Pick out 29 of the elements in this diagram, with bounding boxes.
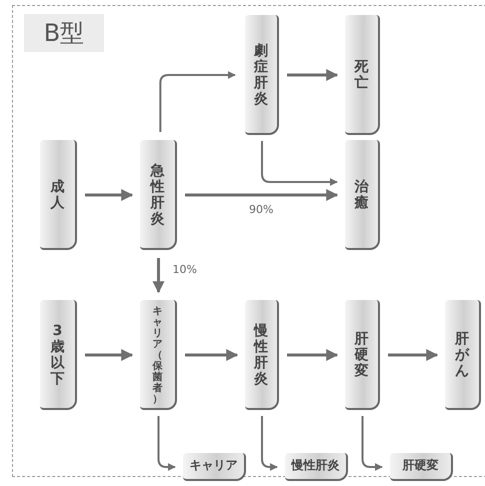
outcome-box: 慢性肝炎 xyxy=(285,453,348,481)
outcome-box: 肝硬変 xyxy=(390,453,453,481)
arrow xyxy=(287,69,338,81)
stage-box: 急性肝炎 xyxy=(140,140,177,250)
arrow xyxy=(85,189,134,201)
arrow xyxy=(85,349,134,361)
stage-box: 死亡 xyxy=(345,15,380,135)
arrow xyxy=(152,258,164,294)
arrow xyxy=(185,189,338,201)
arrow xyxy=(185,349,238,361)
edge-label: 10% xyxy=(170,262,199,276)
arrow xyxy=(287,349,338,361)
stage-box: 治癒 xyxy=(345,140,380,250)
stage-box: 3歳以下 xyxy=(40,300,77,410)
edge-label: 90% xyxy=(247,202,276,216)
stage-box: 肝がん xyxy=(445,300,481,410)
arrow xyxy=(261,416,278,471)
arrow xyxy=(159,71,236,132)
stage-box: キャリア（保菌者） xyxy=(140,300,177,410)
stage-box: 肝硬変 xyxy=(345,300,380,410)
stage-box: 成人 xyxy=(40,140,77,250)
title: B型 xyxy=(24,14,104,52)
arrow xyxy=(261,141,338,186)
arrow xyxy=(388,349,438,361)
stage-box: 慢性肝炎 xyxy=(245,300,279,410)
outcome-box: キャリア xyxy=(183,453,246,481)
arrow xyxy=(158,416,176,471)
stage-box: 劇症肝炎 xyxy=(245,15,279,135)
arrow xyxy=(362,416,383,471)
